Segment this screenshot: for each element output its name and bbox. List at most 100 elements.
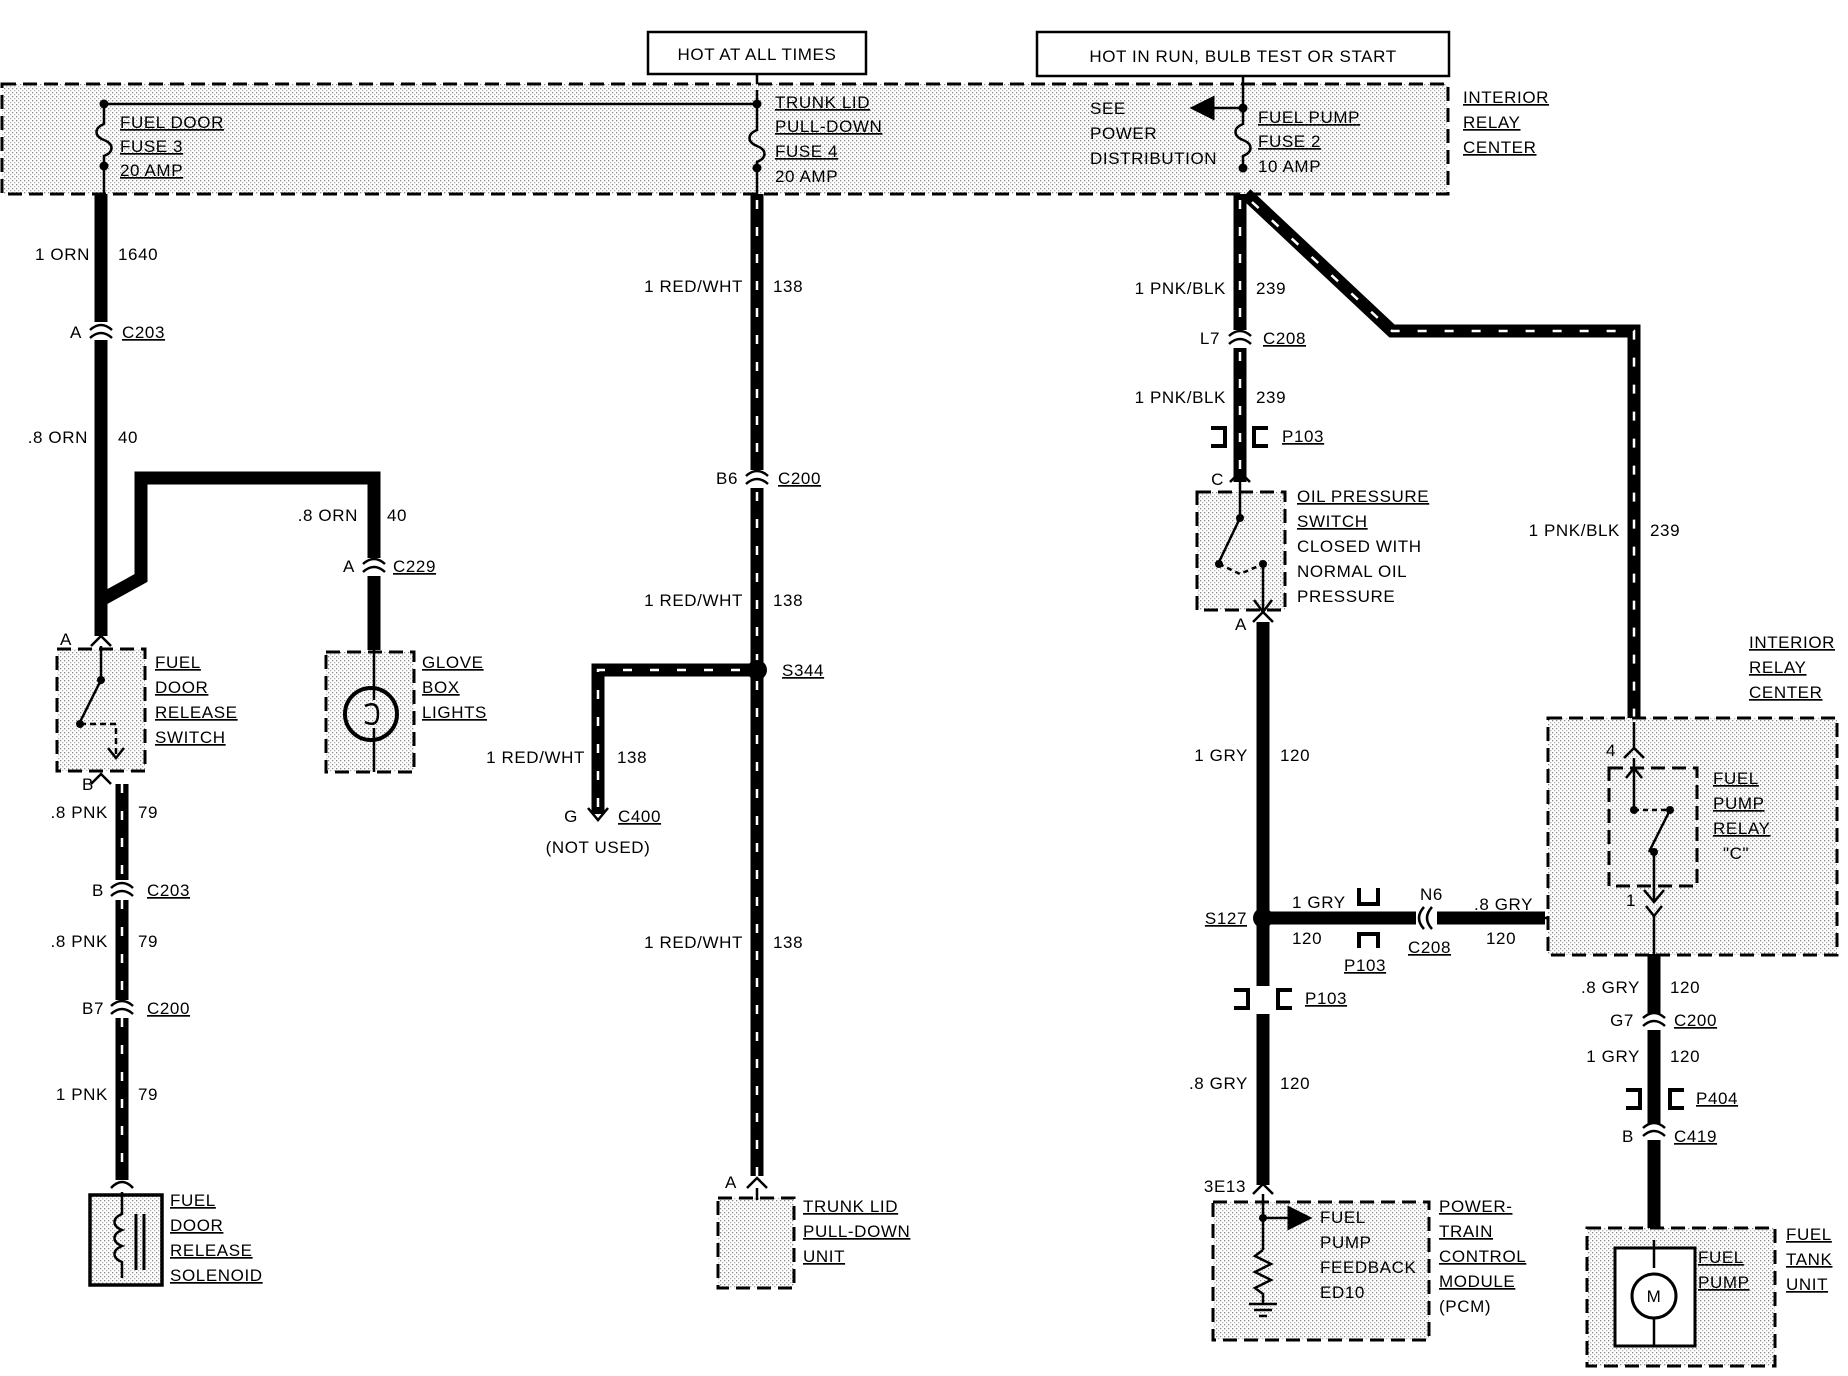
svg-text:B6: B6 bbox=[716, 469, 738, 488]
svg-text:B: B bbox=[82, 775, 94, 794]
connector-c229: A C229 bbox=[343, 557, 436, 576]
svg-text:239: 239 bbox=[1256, 279, 1286, 298]
hot-in-run-label: HOT IN RUN, BULB TEST OR START bbox=[1089, 47, 1396, 66]
svg-text:A: A bbox=[725, 1173, 737, 1192]
svg-text:N6: N6 bbox=[1420, 885, 1443, 904]
svg-text:PULL-DOWN: PULL-DOWN bbox=[775, 117, 882, 136]
svg-text:INTERIOR: INTERIOR bbox=[1749, 633, 1835, 652]
svg-text:(PCM): (PCM) bbox=[1439, 1297, 1491, 1316]
fuel-pump-label: FUEL PUMP bbox=[1698, 1248, 1750, 1292]
fuel-tank-unit-label: FUEL TANK UNIT bbox=[1786, 1225, 1833, 1294]
connector-p103-horizontal: P103 bbox=[1344, 888, 1386, 975]
connector-c208-l7: L7 C208 bbox=[1200, 329, 1306, 348]
svg-text:10 AMP: 10 AMP bbox=[1258, 157, 1321, 176]
svg-text:FUEL: FUEL bbox=[1713, 769, 1759, 788]
relay-blade-icon bbox=[1647, 809, 1672, 853]
fuel-tank-unit: M bbox=[1585, 1226, 1777, 1368]
svg-text:POWER: POWER bbox=[1090, 124, 1157, 143]
svg-text:1640: 1640 bbox=[118, 245, 158, 264]
svg-text:120: 120 bbox=[1292, 929, 1322, 948]
svg-text:RELAY: RELAY bbox=[1713, 819, 1771, 838]
connector-c208-n6: N6 C208 bbox=[1408, 885, 1451, 957]
svg-text:G7: G7 bbox=[1610, 1011, 1634, 1030]
svg-text:PUMP: PUMP bbox=[1698, 1273, 1750, 1292]
svg-text:S344: S344 bbox=[782, 661, 824, 680]
wire-labels-pump: .8 GRY 120 1 GRY 120 bbox=[1581, 978, 1700, 1066]
svg-text:79: 79 bbox=[138, 932, 158, 951]
svg-text:.8 GRY: .8 GRY bbox=[1581, 978, 1640, 997]
interior-relay-center-right bbox=[1546, 716, 1839, 957]
svg-text:1 PNK/BLK: 1 PNK/BLK bbox=[1529, 521, 1620, 540]
svg-text:20 AMP: 20 AMP bbox=[775, 167, 838, 186]
svg-text:OIL PRESSURE: OIL PRESSURE bbox=[1297, 487, 1429, 506]
pcm-label: POWER- TRAIN CONTROL MODULE (PCM) bbox=[1439, 1197, 1526, 1316]
relay-center-right-label: INTERIOR RELAY CENTER bbox=[1749, 633, 1835, 702]
svg-text:GLOVE: GLOVE bbox=[422, 653, 484, 672]
svg-text:C200: C200 bbox=[147, 999, 190, 1018]
hot-in-run-box: HOT IN RUN, BULB TEST OR START bbox=[1035, 30, 1451, 78]
wire-labels-mid: 1 RED/WHT 138 1 RED/WHT 138 1 RED/WHT 13… bbox=[486, 277, 802, 952]
svg-text:239: 239 bbox=[1256, 388, 1286, 407]
svg-text:A: A bbox=[70, 323, 82, 342]
connector-c419: B C419 bbox=[1622, 1121, 1716, 1146]
glove-box-lights-label: GLOVE BOX LIGHTS bbox=[422, 653, 486, 722]
wire-red-wht-138 bbox=[587, 194, 767, 1176]
svg-text:1 RED/WHT: 1 RED/WHT bbox=[486, 748, 585, 767]
svg-text:SEE: SEE bbox=[1090, 99, 1126, 118]
connector-c200-b7: B7 C200 bbox=[82, 999, 190, 1018]
svg-text:1 RED/WHT: 1 RED/WHT bbox=[644, 277, 743, 296]
svg-text:C203: C203 bbox=[147, 881, 190, 900]
svg-text:P103: P103 bbox=[1344, 956, 1386, 975]
connector-p404: P404 bbox=[1626, 1088, 1738, 1110]
fuel-door-release-switch: A B bbox=[55, 630, 147, 794]
bulb-icon bbox=[343, 686, 399, 742]
svg-text:C229: C229 bbox=[393, 557, 436, 576]
hot-at-all-times-box: HOT AT ALL TIMES bbox=[646, 30, 868, 76]
wire-labels-pnk-blk: 1 PNK/BLK 239 1 PNK/BLK 239 1 PNK/BLK 23… bbox=[1135, 279, 1680, 540]
wire-labels-left: 1 ORN 1640 .8 ORN 40 .8 ORN 40 bbox=[28, 245, 407, 525]
svg-text:"C": "C" bbox=[1723, 844, 1749, 863]
svg-text:4: 4 bbox=[1606, 741, 1616, 760]
trunk-lid-unit-label: TRUNK LID PULL-DOWN UNIT bbox=[803, 1197, 910, 1266]
svg-text:TRUNK LID: TRUNK LID bbox=[803, 1197, 898, 1216]
solenoid-label: FUEL DOOR RELEASE SOLENOID bbox=[170, 1191, 263, 1285]
svg-text:PUMP: PUMP bbox=[1320, 1233, 1372, 1252]
svg-text:B: B bbox=[92, 881, 104, 900]
svg-text:ED10: ED10 bbox=[1320, 1283, 1365, 1302]
svg-text:C: C bbox=[1211, 470, 1224, 489]
fuse-4-trunk-lid: TRUNK LID PULL-DOWN FUSE 4 20 AMP bbox=[748, 93, 882, 196]
svg-text:INTERIOR: INTERIOR bbox=[1463, 88, 1549, 107]
hot-at-all-times-label: HOT AT ALL TIMES bbox=[678, 45, 837, 64]
svg-text:138: 138 bbox=[617, 748, 647, 767]
glove-box-lights bbox=[324, 650, 416, 774]
svg-text:DOOR: DOOR bbox=[155, 678, 208, 697]
connector-p103-upper: P103 bbox=[1211, 426, 1324, 448]
svg-text:FUSE 4: FUSE 4 bbox=[775, 142, 838, 161]
svg-text:FEEDBACK: FEEDBACK bbox=[1320, 1258, 1416, 1277]
svg-text:40: 40 bbox=[387, 506, 407, 525]
pcm-inner-label: FUEL PUMP FEEDBACK ED10 bbox=[1320, 1208, 1416, 1302]
svg-text:C208: C208 bbox=[1408, 938, 1451, 957]
wire-labels-gry: 1 GRY 120 1 GRY 120 .8 GRY 120 .8 GRY 12… bbox=[1189, 746, 1532, 1093]
svg-text:TANK: TANK bbox=[1786, 1250, 1833, 1269]
svg-text:FUSE 2: FUSE 2 bbox=[1258, 132, 1321, 151]
svg-text:RELEASE: RELEASE bbox=[170, 1241, 253, 1260]
svg-text:DISTRIBUTION: DISTRIBUTION bbox=[1090, 149, 1217, 168]
connector-c203-a: A C203 bbox=[70, 323, 165, 342]
resistor-icon bbox=[1252, 1249, 1274, 1304]
svg-text:C400: C400 bbox=[618, 807, 661, 826]
svg-text:RELAY: RELAY bbox=[1463, 113, 1521, 132]
svg-text:S127: S127 bbox=[1205, 909, 1247, 928]
fuel-door-release-solenoid bbox=[88, 1180, 164, 1287]
svg-text:C203: C203 bbox=[122, 323, 165, 342]
powertrain-control-module: 3E13 bbox=[1204, 1177, 1431, 1342]
svg-text:1 RED/WHT: 1 RED/WHT bbox=[644, 591, 743, 610]
svg-text:1 GRY: 1 GRY bbox=[1194, 746, 1248, 765]
svg-text:SOLENOID: SOLENOID bbox=[170, 1266, 263, 1285]
svg-text:CLOSED WITH: CLOSED WITH bbox=[1297, 537, 1422, 556]
svg-text:120: 120 bbox=[1280, 746, 1310, 765]
svg-text:(NOT USED): (NOT USED) bbox=[546, 838, 651, 857]
svg-text:NORMAL OIL: NORMAL OIL bbox=[1297, 562, 1407, 581]
splice-s127: S127 bbox=[1205, 909, 1247, 928]
